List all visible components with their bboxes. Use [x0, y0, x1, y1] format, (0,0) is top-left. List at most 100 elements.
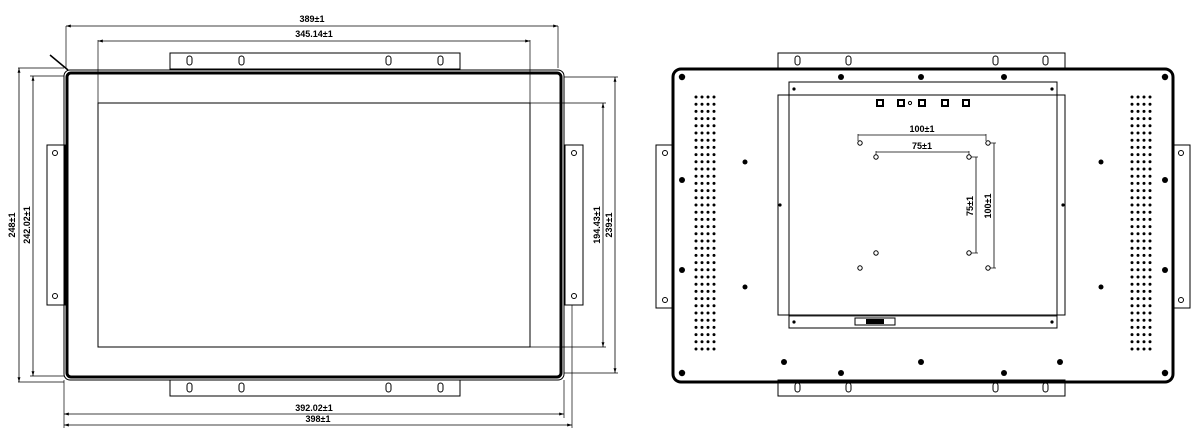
vent-hole — [1142, 225, 1146, 229]
vent-hole — [712, 189, 716, 193]
vent-hole — [712, 102, 716, 106]
vent-hole — [1136, 297, 1140, 301]
vent-hole — [1148, 347, 1152, 351]
vent-hole — [694, 153, 698, 157]
vent-hole — [1130, 325, 1134, 329]
vent-hole — [712, 217, 716, 221]
vent-hole — [712, 131, 716, 135]
dim-vesa-75-v: 75±1 — [965, 196, 975, 216]
vent-hole — [1142, 239, 1146, 243]
vent-hole — [1130, 297, 1134, 301]
vent-hole — [700, 196, 704, 200]
vent-hole — [706, 131, 710, 135]
vent-hole — [1136, 340, 1140, 344]
vent-hole — [1142, 297, 1146, 301]
dim-vesa-100-v: 100±1 — [983, 194, 993, 219]
vent-hole — [694, 311, 698, 315]
left-bracket — [46, 144, 66, 306]
vent-hole — [694, 304, 698, 308]
vent-hole — [706, 340, 710, 344]
vent-hole — [1136, 333, 1140, 337]
vent-hole — [1148, 124, 1152, 128]
vent-hole — [700, 268, 704, 272]
dim-vesa-100-h: 100±1 — [910, 124, 935, 134]
vent-hole — [1136, 167, 1140, 171]
vent-hole — [1148, 311, 1152, 315]
vent-hole — [694, 347, 698, 351]
vent-hole — [1136, 131, 1140, 135]
vent-hole — [700, 333, 704, 337]
vent-hole — [694, 160, 698, 164]
vent-hole — [1142, 153, 1146, 157]
vent-hole — [694, 189, 698, 193]
vent-hole — [1148, 174, 1152, 178]
vent-hole — [694, 261, 698, 265]
vent-hole — [1148, 297, 1152, 301]
vent-hole — [700, 289, 704, 293]
dim-overall-height: 248±1 — [7, 213, 17, 238]
dim-frame-height: 239±1 — [604, 213, 614, 238]
vent-hole — [1130, 124, 1134, 128]
vent-hole — [1136, 261, 1140, 265]
vent-hole — [700, 282, 704, 286]
vent-hole — [712, 239, 716, 243]
vent-hole — [706, 347, 710, 351]
vent-hole — [694, 117, 698, 121]
vent-hole — [712, 333, 716, 337]
vent-hole — [1148, 145, 1152, 149]
vent-hole — [1130, 138, 1134, 142]
vent-hole — [700, 297, 704, 301]
vent-hole — [1148, 160, 1152, 164]
vent-hole — [1136, 246, 1140, 250]
dim-frame-width: 392.02±1 — [295, 403, 332, 413]
vent-hole — [700, 340, 704, 344]
vent-hole — [1130, 109, 1134, 113]
vent-hole — [1136, 174, 1140, 178]
vent-hole — [712, 289, 716, 293]
vent-hole — [694, 109, 698, 113]
vent-hole — [700, 167, 704, 171]
vent-hole — [706, 167, 710, 171]
vent-hole — [694, 340, 698, 344]
vent-hole — [1130, 268, 1134, 272]
vent-hole — [1142, 138, 1146, 142]
vent-hole — [1136, 275, 1140, 279]
vent-hole — [1130, 246, 1134, 250]
vent-hole — [1148, 239, 1152, 243]
vent-hole — [1130, 311, 1134, 315]
vent-hole — [706, 232, 710, 236]
vent-hole — [694, 196, 698, 200]
vent-hole — [1130, 217, 1134, 221]
vent-hole — [1130, 282, 1134, 286]
vent-hole — [1130, 131, 1134, 135]
vent-hole — [712, 145, 716, 149]
vent-hole — [1136, 268, 1140, 272]
vent-hole — [1148, 95, 1152, 99]
vent-hole — [694, 318, 698, 322]
vent-hole — [1142, 189, 1146, 193]
vent-hole — [1136, 318, 1140, 322]
rear-left-bracket — [655, 144, 675, 309]
vent-hole — [1136, 203, 1140, 207]
vent-hole — [1142, 253, 1146, 257]
vent-hole — [1148, 325, 1152, 329]
vent-hole — [1130, 160, 1134, 164]
vent-hole — [706, 275, 710, 279]
vent-hole — [700, 347, 704, 351]
rear-view: 100±1 75±1 75±1 100±1 — [655, 52, 1191, 397]
vent-hole — [1148, 102, 1152, 106]
vent-hole — [712, 138, 716, 142]
vent-hole — [712, 232, 716, 236]
vent-hole — [1142, 102, 1146, 106]
vent-hole — [1130, 333, 1134, 337]
vent-hole — [712, 167, 716, 171]
vent-hole — [1142, 174, 1146, 178]
vent-hole — [694, 246, 698, 250]
vent-hole — [712, 153, 716, 157]
vent-hole — [712, 246, 716, 250]
vent-hole — [1142, 232, 1146, 236]
vent-hole — [712, 225, 716, 229]
vent-hole — [1148, 217, 1152, 221]
vent-hole — [712, 347, 716, 351]
vent-hole — [712, 174, 716, 178]
